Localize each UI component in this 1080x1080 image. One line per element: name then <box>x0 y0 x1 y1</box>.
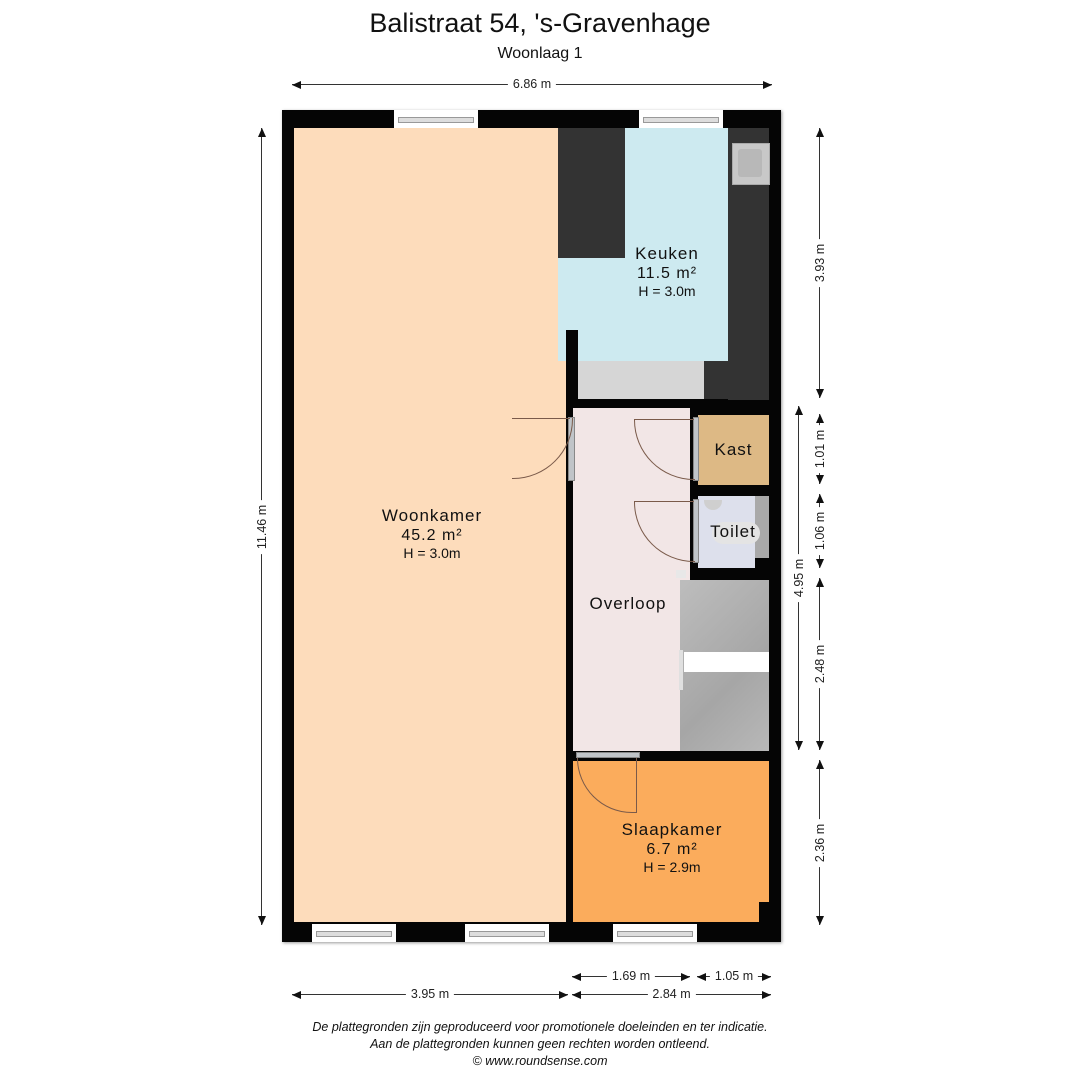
dimension-kast: 1.01 m <box>813 414 827 484</box>
door-woonkamer[interactable] <box>568 417 575 481</box>
arrow-up-icon <box>258 128 266 137</box>
kast-label: Kast <box>714 440 753 459</box>
staircase <box>680 580 769 751</box>
dimension-total-width: 6.86 m <box>292 77 772 92</box>
window-bottom-woonkamer-1 <box>312 924 396 942</box>
room-kast <box>698 415 769 485</box>
copyright: © www.roundsense.com <box>472 1054 608 1068</box>
dimension-slaapkamer-left: 1.69 m <box>572 969 690 984</box>
dimension-right-width: 2.84 m <box>572 987 771 1002</box>
sink-icon <box>732 143 770 185</box>
plan-title: Balistraat 54, 's-Gravenhage <box>369 8 711 38</box>
toilet-label: Toilet <box>710 522 756 541</box>
arrow-right-icon <box>763 81 772 89</box>
floor-plan: Woonkamer 45.2 m² H = 3.0m Keuken 11.5 m… <box>282 110 781 942</box>
disclaimer-line-1: De plattegronden zijn geproduceerd voor … <box>312 1020 768 1034</box>
disclaimer-line-2: Aan de plattegronden kunnen geen rechten… <box>370 1037 710 1051</box>
dimension-overloop-total: 4.95 m <box>792 406 806 750</box>
dimension-stairs: 2.48 m <box>813 578 827 750</box>
floor-level: Woonlaag 1 <box>497 45 583 62</box>
door-swing-slaapkamer <box>577 758 637 813</box>
dimension-total-height: 11.46 m <box>255 128 269 925</box>
dimension-slaapkamer-right: 1.05 m <box>697 969 771 984</box>
woonkamer-label: Woonkamer 45.2 m² H = 3.0m <box>381 506 483 561</box>
arrow-left-icon <box>292 81 301 89</box>
keuken-label: Keuken 11.5 m² H = 3.0m <box>635 244 699 299</box>
dimension-toilet: 1.06 m <box>813 494 827 568</box>
window-top-keuken <box>639 110 723 128</box>
overloop-label: Overloop <box>589 594 667 613</box>
dimension-woonkamer-width: 3.95 m <box>292 987 568 1002</box>
window-bottom-woonkamer-2 <box>465 924 549 942</box>
dimension-slaapkamer: 2.36 m <box>813 760 827 925</box>
room-woonkamer <box>294 128 566 922</box>
arrow-down-icon <box>258 916 266 925</box>
slaapkamer-label: Slaapkamer 6.7 m² H = 2.9m <box>621 820 723 875</box>
kitchen-counter <box>558 128 625 258</box>
window-top-woonkamer <box>394 110 478 128</box>
toilet-basin-icon <box>704 500 722 510</box>
window-bottom-slaapkamer <box>613 924 697 942</box>
toilet-bowl-icon <box>712 522 760 544</box>
dimension-keuken: 3.93 m <box>813 128 827 398</box>
kitchen-cabinet <box>578 361 704 399</box>
